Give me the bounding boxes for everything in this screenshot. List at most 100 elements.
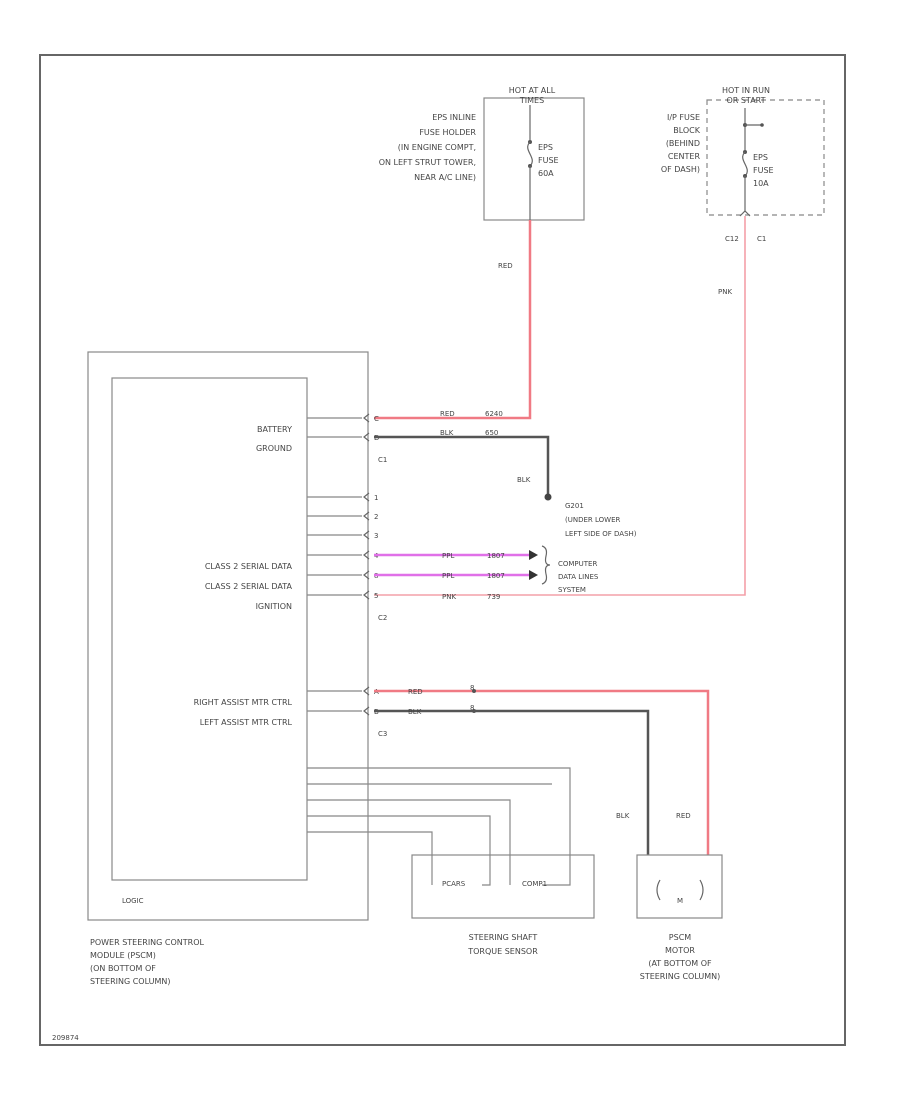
torque-sensor-caption: STEERING SHAFT (469, 933, 538, 942)
wire-circuit-label: 6240 (485, 410, 503, 418)
ip-fuse-block-label: (BEHIND (666, 139, 700, 148)
torque-sensor-caption: TORQUE SENSOR (467, 947, 538, 956)
connector-arrow (363, 570, 370, 580)
connector-arrows (363, 413, 370, 716)
pin-number: C (374, 415, 379, 423)
torque-sensor-element-label: COMP1 (522, 880, 547, 888)
fuse-label: FUSE (753, 166, 774, 175)
motor-caption: (AT BOTTOM OF (648, 959, 712, 968)
data-lines-label: DATA LINES (558, 573, 599, 581)
wire-color-label: BLK (440, 429, 454, 437)
connector-arrow (363, 590, 370, 600)
splice-point (472, 689, 476, 693)
sensor-wire (307, 799, 511, 885)
ground-wire (374, 435, 550, 496)
pscm-module: LOGIC BATTERY (87, 351, 387, 986)
battery-feed-wire (374, 220, 532, 420)
wire-circuit-label: 8 (470, 684, 474, 692)
wire-circuit-label: 8 (470, 704, 474, 712)
torque-sensor: PCARS COMP1 STEERING SHAFT TORQUE SENSOR (411, 854, 595, 956)
fuse-label: EPS (753, 153, 768, 162)
ip-fuse-block-label: OF DASH) (661, 165, 700, 174)
fuse-label: FUSE (538, 156, 559, 165)
pin-label-serial-data: CLASS 2 SERIAL DATA (205, 562, 293, 571)
pin-number: 2 (374, 513, 378, 521)
fuse-holder-label: EPS INLINE (432, 113, 476, 122)
hot-at-all-times-fuse: HOT AT ALL TIMES EPS INLINE FUSE HOLDER … (379, 86, 585, 221)
pin-number: 1 (374, 494, 378, 502)
motor-caption: PSCM (669, 933, 691, 942)
sensor-wire (307, 831, 433, 885)
fuse-label: EPS (538, 143, 553, 152)
ip-fuse-block-label: BLOCK (673, 126, 701, 135)
connector-arrow (363, 706, 370, 716)
sensor-wire (307, 815, 491, 886)
wire-circuit-label: 650 (485, 429, 498, 437)
ground-wire-label: BLK (517, 476, 531, 484)
sensor-wire (307, 767, 571, 886)
fuse-holder-box (483, 97, 585, 221)
ignition-feed-wire (374, 216, 746, 596)
motor-symbol-icon (656, 879, 704, 901)
fuse-label: 60A (538, 169, 554, 178)
wire-color-label: BLK (408, 708, 422, 716)
pscm-outer-box (87, 351, 369, 921)
pscm-caption: MODULE (PSCM) (90, 951, 156, 960)
connector-arrow (363, 550, 370, 560)
fuse-element (527, 141, 533, 167)
wire-color-label: PNK (442, 593, 456, 601)
fuse-holder-label: ON LEFT STRUT TOWER, (379, 158, 476, 167)
torque-sensor-box (411, 854, 595, 919)
ground-id: G201 (565, 502, 584, 510)
pin-label-ignition: IGNITION (256, 602, 292, 611)
ground-location: LEFT SIDE OF DASH) (565, 530, 637, 538)
connector-arrow (363, 432, 370, 442)
pin-label-battery: BATTERY (257, 425, 292, 434)
wire-color-label: RED (408, 688, 423, 696)
data-lines-bracket (541, 545, 551, 585)
connector-label-c2: C2 (378, 614, 387, 622)
wire-color-label: PPL (442, 552, 454, 560)
pin-label-ground: GROUND (256, 444, 292, 453)
diagram-frame (39, 54, 846, 1046)
ip-fuse-block-label: CENTER (668, 152, 701, 161)
ground-point-icon (544, 493, 552, 501)
pin-number: 3 (374, 532, 378, 540)
fuse-holder-label: FUSE HOLDER (419, 128, 476, 137)
ignition-feed-wire-label: PNK (718, 288, 732, 296)
connector-label-c3: C3 (378, 730, 387, 738)
hot-in-run-title: OR START (726, 96, 765, 105)
hot-in-run-title: HOT IN RUN (722, 86, 770, 95)
connector-symbol (739, 210, 751, 217)
motor-red-wire-label: RED (676, 812, 691, 820)
connector-label: C1 (757, 235, 766, 243)
connector-arrow (363, 413, 370, 423)
pscm-caption: POWER STEERING CONTROL (90, 938, 205, 947)
wire-circuit-label: 739 (487, 593, 500, 601)
hot-at-all-times-title: TIMES (519, 96, 544, 105)
fuse-element (742, 151, 748, 177)
hot-at-all-times-title: HOT AT ALL (509, 86, 556, 95)
logic-label: LOGIC (122, 897, 144, 905)
hot-in-run-fuse: HOT IN RUN OR START I/P FUSE BLOCK (BEHI… (661, 86, 825, 243)
data-lines-label: SYSTEM (558, 586, 586, 594)
pin-label-serial-data: CLASS 2 SERIAL DATA (205, 582, 293, 591)
wire-color-label: RED (440, 410, 455, 418)
data-link-arrow-icon (529, 550, 538, 560)
ground-location: (UNDER LOWER (565, 516, 620, 524)
torque-sensor-wires (307, 767, 571, 886)
data-link-arrow-icon (529, 570, 538, 580)
connector-arrow (363, 511, 370, 521)
diagram-id: 209874 (52, 1034, 79, 1042)
motor-caption: MOTOR (665, 946, 695, 955)
ip-fuse-block-label: I/P FUSE (667, 113, 700, 122)
motor-blk-wire (374, 709, 650, 855)
connector-label: C12 (725, 235, 739, 243)
wire-color-label: PPL (442, 572, 454, 580)
splice-point (472, 709, 476, 713)
ip-fuse-block-box (706, 99, 825, 216)
motor-blk-wire-label: BLK (616, 812, 630, 820)
wire-circuit-label: 1807 (487, 552, 505, 560)
connector-arrow (363, 492, 370, 502)
